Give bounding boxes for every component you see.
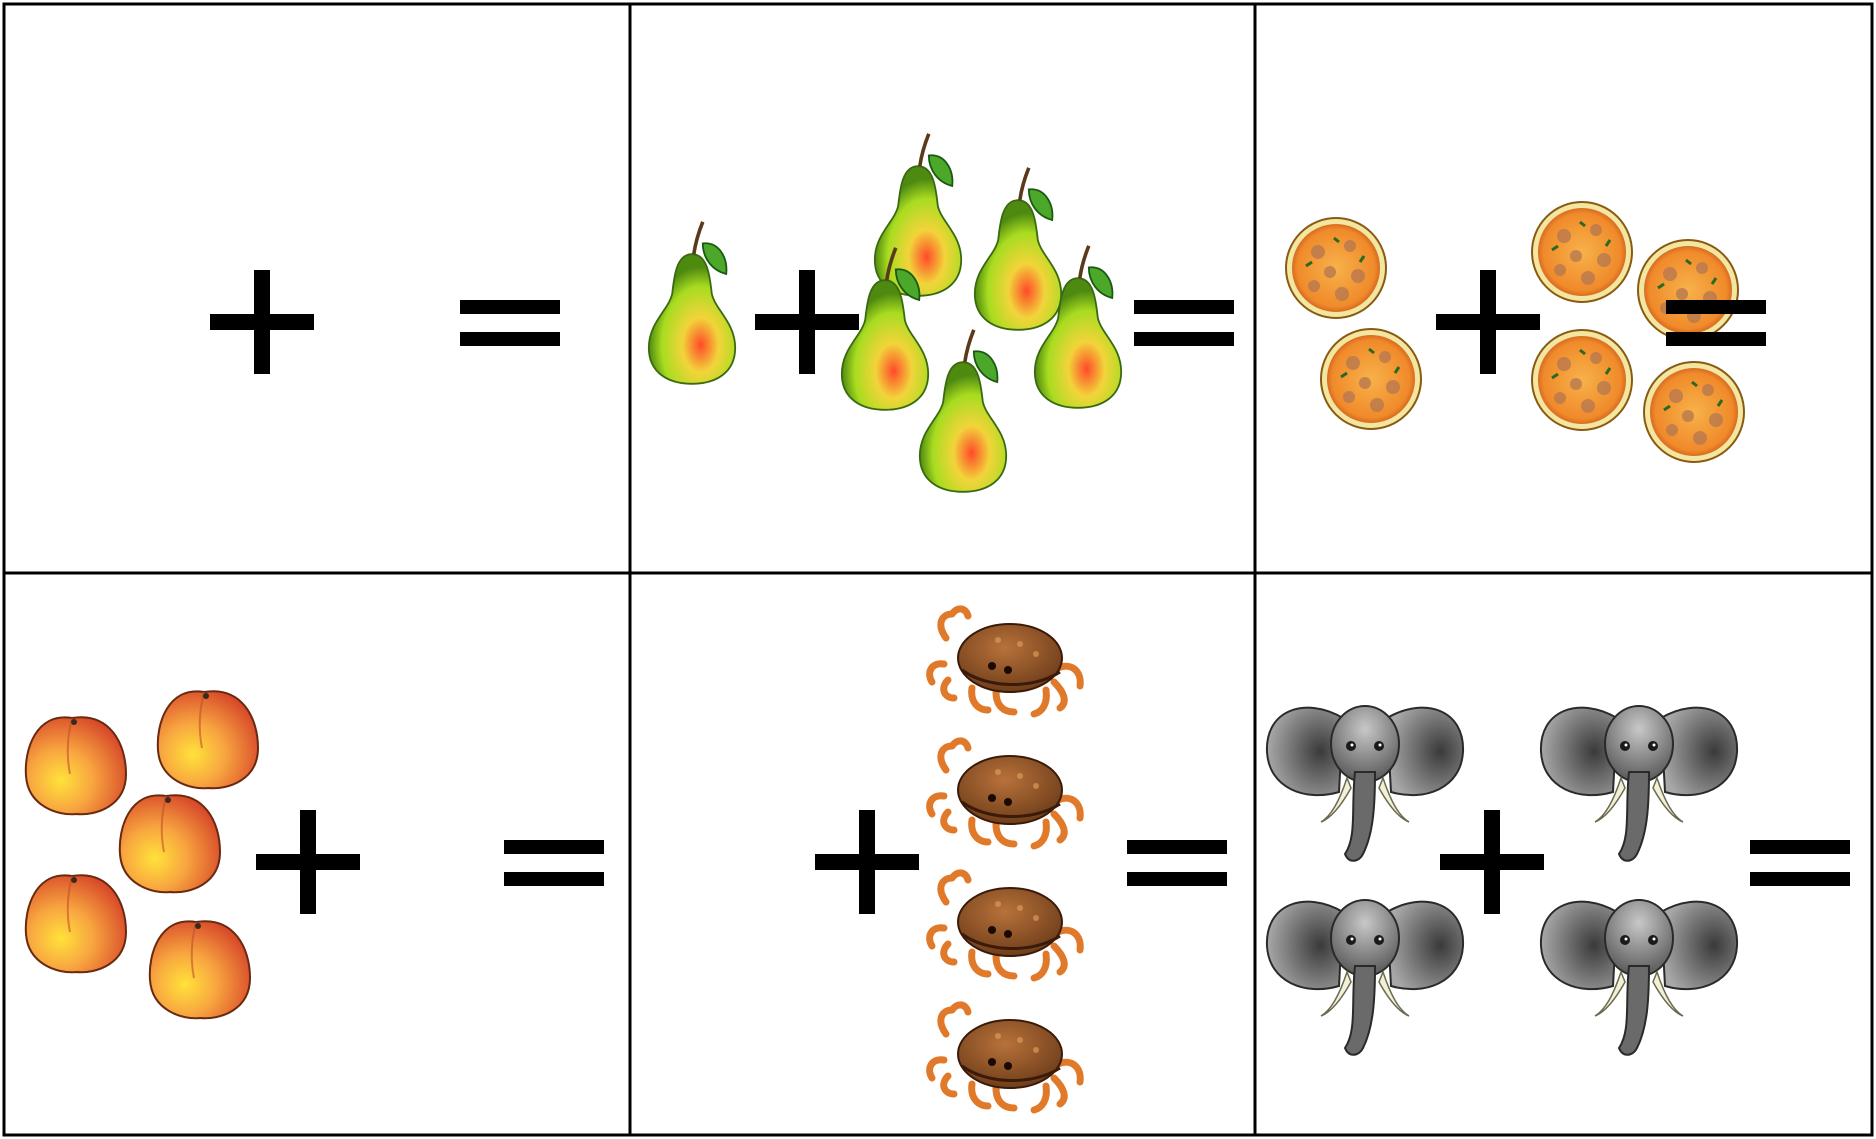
pear-picture xyxy=(917,327,1009,494)
symbol-layer: + = + = + = + = + = + = xyxy=(210,270,1850,914)
equals-sign: = xyxy=(1127,840,1227,886)
pear-picture xyxy=(972,166,1063,332)
equals-sign: = xyxy=(460,300,560,346)
pizza-picture xyxy=(1530,328,1634,432)
crab-picture xyxy=(930,1005,1081,1110)
elephant-picture xyxy=(1539,705,1739,862)
elephant-picture xyxy=(1539,899,1739,1056)
elephant-picture xyxy=(1265,899,1465,1056)
peach-picture xyxy=(118,794,221,894)
peach-picture xyxy=(24,716,127,816)
crab-picture xyxy=(930,609,1081,714)
plus-sign: + xyxy=(1436,270,1540,374)
plus-sign: + xyxy=(815,810,919,914)
equals-sign: = xyxy=(1750,840,1850,886)
pear-picture xyxy=(646,220,738,386)
pizza-picture xyxy=(1319,327,1423,431)
elephant-picture xyxy=(1265,705,1465,862)
pizza-picture xyxy=(1284,216,1388,320)
equals-sign: = xyxy=(1666,300,1766,346)
plus-sign: + xyxy=(256,810,360,914)
peach-picture xyxy=(24,874,127,974)
pizza-picture xyxy=(1642,360,1746,464)
pizza-picture xyxy=(1530,200,1634,304)
plus-sign: + xyxy=(755,270,859,374)
peach-picture xyxy=(156,690,259,790)
equals-sign: = xyxy=(504,840,604,886)
pizza-picture xyxy=(1636,238,1740,342)
crab-picture xyxy=(930,741,1081,846)
peach-picture xyxy=(148,920,251,1020)
crab-picture xyxy=(930,873,1081,978)
plus-sign: + xyxy=(210,270,314,374)
equals-sign: = xyxy=(1134,300,1234,346)
plus-sign: + xyxy=(1440,810,1544,914)
